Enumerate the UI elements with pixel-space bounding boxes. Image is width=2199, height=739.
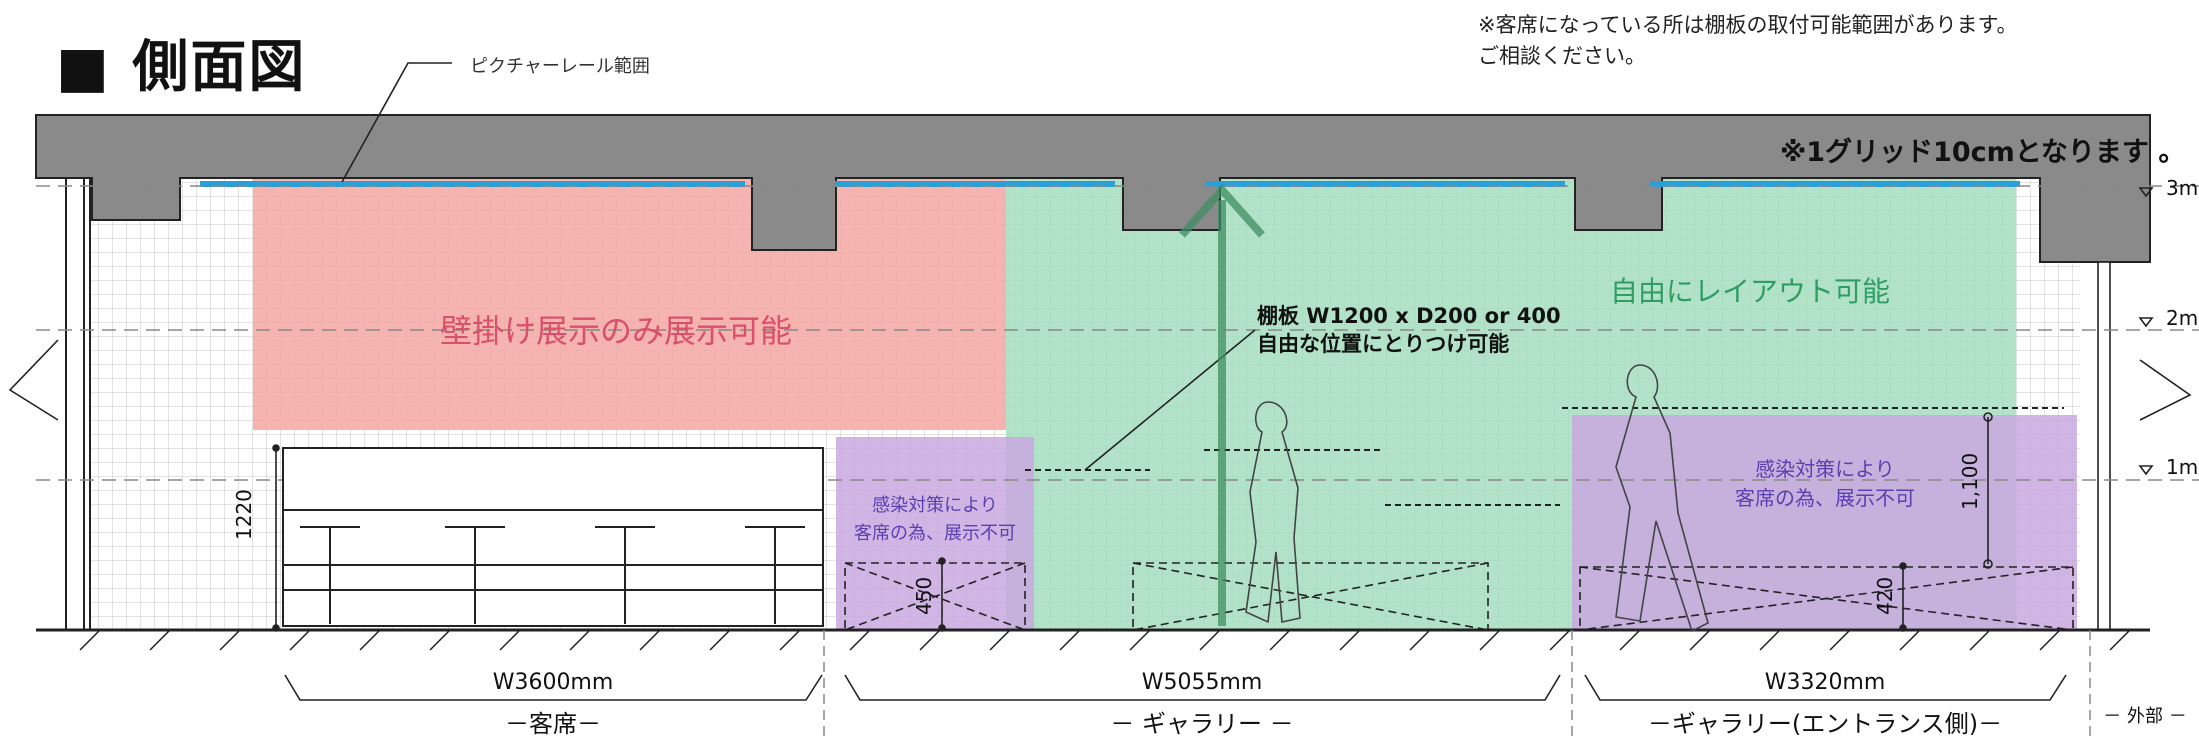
dimension-lines [272, 412, 1993, 632]
height-arrow [1179, 183, 1265, 626]
right-wall [2097, 261, 2111, 631]
width-brackets [284, 674, 2067, 701]
width-label-3: W3320mm [1764, 670, 1886, 695]
dashed-tables [844, 562, 2074, 631]
level-2m: 2m [2166, 306, 2199, 330]
header-note: ※客席になっている所は棚板の取付可能範囲があります。 ご相談ください。 [1478, 10, 2017, 72]
free-layout-zone-label: 自由にレイアウト可能 [1610, 275, 1891, 308]
no-display-label-left: 感染対策により 客席の為、展示不可 [854, 492, 1016, 548]
width-label-2: W5055mm [1141, 670, 1263, 695]
shelf-callout-leader [1084, 329, 1256, 471]
stools [300, 526, 805, 624]
page-title: ■ 側面図 [56, 35, 307, 100]
shelf-note: 棚板 W1200 x D200 or 400 自由な位置にとりつけ可能 [1257, 302, 1561, 358]
no-display-left-line-1: 感染対策により [872, 495, 998, 516]
shelves [1025, 407, 2064, 506]
section-label-gallery: － ギャラリー － [1110, 710, 1294, 738]
note-line-2: ご相談ください。 [1478, 44, 1646, 68]
level-markers [2138, 187, 2154, 476]
dim-1220: 1220 [232, 489, 256, 540]
ceiling [35, 114, 2151, 263]
section-dividers [823, 630, 2091, 736]
no-display-label-right: 感染対策により 客席の為、展示不可 [1735, 455, 1915, 513]
no-display-left-line-2: 客席の為、展示不可 [854, 523, 1016, 544]
dim-1100: 1,100 [1958, 452, 1982, 510]
wall-display-zone [253, 178, 1006, 430]
width-label-1: W3600mm [492, 670, 614, 695]
note-line-1: ※客席になっている所は棚板の取付可能範囲があります。 [1478, 13, 2018, 37]
seating-bench [282, 447, 824, 627]
break-mark-left [8, 339, 59, 421]
no-display-right-line-1: 感染対策により [1755, 457, 1895, 481]
rail-callout-label: ピクチャーレール範囲 [470, 56, 650, 77]
shelf-note-line-2: 自由な位置にとりつけ可能 [1257, 332, 1510, 356]
break-mark-right [2139, 359, 2192, 421]
rail-callout-leader [341, 62, 452, 183]
section-label-seating: －客席－ [505, 710, 601, 738]
shelf-note-line-1: 棚板 W1200 x D200 or 400 [1257, 304, 1561, 328]
no-display-zone-left [836, 437, 1034, 630]
section-label-outside: － 外部 － [2103, 706, 2187, 727]
dim-450: 450 [912, 576, 936, 615]
floor-hatching [79, 629, 2131, 651]
section-label-gallery-entrance: －ギャラリー(エントランス側)－ [1647, 710, 2003, 738]
wall-display-zone-label: 壁掛け展示のみ展示可能 [440, 312, 793, 350]
level-3m: 3m [2166, 176, 2199, 200]
no-display-right-line-2: 客席の為、展示不可 [1735, 486, 1915, 510]
left-wall [65, 177, 91, 631]
person-silhouettes [1245, 364, 1709, 633]
level-1m: 1m [2166, 455, 2199, 479]
grid-note: ※1グリッド10cmとなります 。 [1780, 137, 2186, 168]
dim-420: 420 [1873, 576, 1897, 615]
no-display-zone-right [1572, 415, 2077, 630]
